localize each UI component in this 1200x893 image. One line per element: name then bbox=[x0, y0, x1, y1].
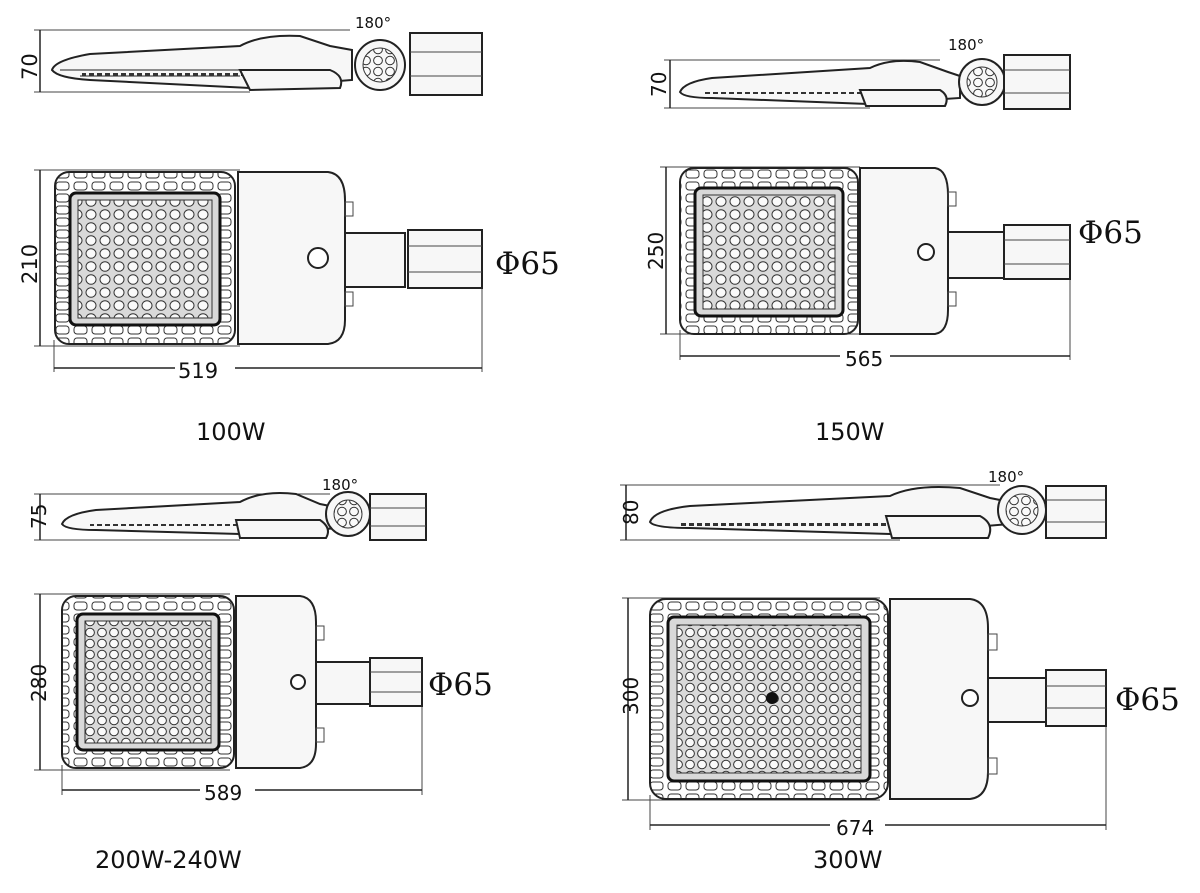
height-dimension: 70 bbox=[18, 53, 42, 80]
pipe-diameter-label: Φ65 bbox=[1115, 682, 1180, 718]
unit-100w: 180° 70 Φ65 210 519 100W bbox=[18, 14, 560, 446]
rotation-angle-label: 180° bbox=[355, 14, 391, 32]
height-dimension: 80 bbox=[619, 500, 643, 525]
top-view-300w: Φ65 300 674 bbox=[619, 597, 1180, 840]
width-dimension: 250 bbox=[644, 232, 668, 270]
length-dimension: 519 bbox=[178, 359, 218, 383]
unit-150w: 180° 70 Φ65 250 565 150W bbox=[644, 36, 1143, 446]
top-view-100w: Φ65 210 519 bbox=[18, 169, 560, 383]
model-wattage-label: 150W bbox=[815, 418, 885, 446]
length-dimension: 565 bbox=[845, 347, 883, 371]
side-view-100w: 180° 70 bbox=[18, 14, 483, 96]
top-view-150w: Φ65 250 565 bbox=[644, 166, 1143, 371]
rotation-angle-label: 180° bbox=[322, 476, 358, 494]
model-wattage-label: 100W bbox=[196, 418, 266, 446]
width-dimension: 280 bbox=[27, 664, 51, 702]
unit-300w: 180° 80 Φ65 300 674 300W bbox=[619, 468, 1180, 874]
width-dimension: 210 bbox=[18, 244, 42, 284]
side-view-150w: 180° 70 bbox=[647, 36, 1071, 110]
width-dimension: 300 bbox=[619, 677, 643, 715]
pipe-diameter-label: Φ65 bbox=[428, 667, 493, 703]
model-wattage-label: 300W bbox=[813, 846, 883, 874]
top-view-200w: Φ65 280 589 bbox=[27, 593, 493, 805]
side-view-300w: 180° 80 bbox=[619, 468, 1107, 541]
height-dimension: 75 bbox=[27, 504, 51, 529]
rotation-angle-label: 180° bbox=[988, 468, 1024, 486]
rotation-angle-label: 180° bbox=[948, 36, 984, 54]
side-view-200w: 180° 75 bbox=[27, 476, 427, 541]
pipe-diameter-label: Φ65 bbox=[1078, 215, 1143, 251]
length-dimension: 589 bbox=[204, 781, 242, 805]
height-dimension: 70 bbox=[647, 72, 671, 97]
unit-200w-240w: 180° 75 Φ65 280 589 200W-240W bbox=[27, 476, 493, 874]
pipe-diameter-label: Φ65 bbox=[495, 246, 560, 282]
model-wattage-label: 200W-240W bbox=[95, 846, 242, 874]
length-dimension: 674 bbox=[836, 816, 874, 840]
